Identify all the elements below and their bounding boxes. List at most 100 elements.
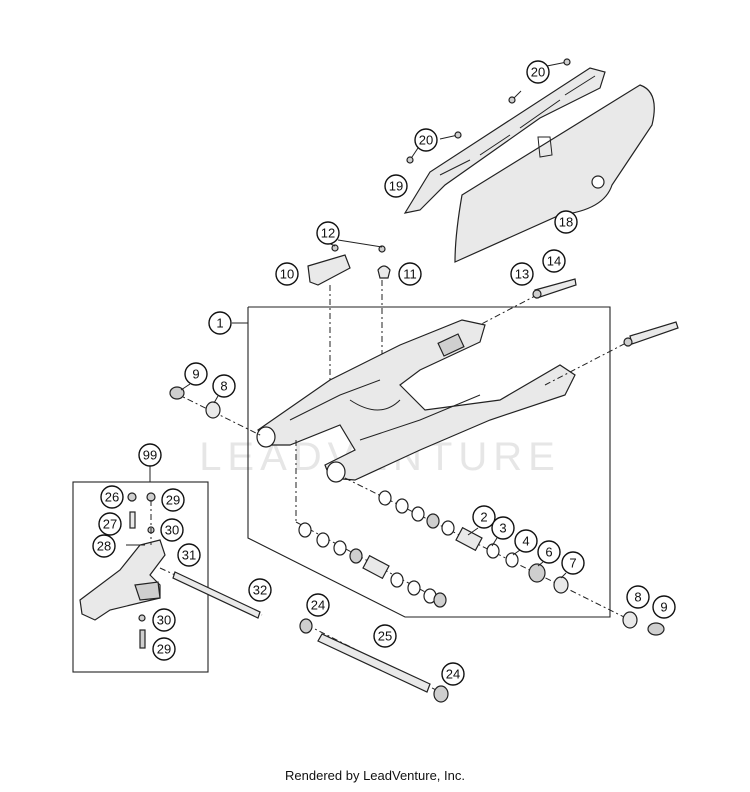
svg-text:19: 19 bbox=[389, 179, 403, 194]
chain-guard-part bbox=[454, 84, 655, 263]
pivot-bearing-stack-right bbox=[378, 490, 569, 594]
callout-9-left: 9 bbox=[184, 362, 208, 386]
chain-guide-31 bbox=[79, 539, 166, 621]
chain-guard-upper-part bbox=[403, 67, 606, 214]
svg-text:9: 9 bbox=[192, 367, 199, 382]
svg-text:28: 28 bbox=[97, 539, 111, 554]
callout-13: 13 bbox=[510, 262, 534, 286]
screw-29-upper bbox=[146, 492, 156, 502]
callout-26: 26 bbox=[100, 485, 124, 509]
svg-text:8: 8 bbox=[634, 590, 641, 605]
svg-text:26: 26 bbox=[105, 490, 119, 505]
callout-3: 3 bbox=[491, 516, 515, 540]
svg-text:32: 32 bbox=[253, 583, 267, 598]
svg-text:29: 29 bbox=[157, 642, 171, 657]
bolt-32 bbox=[172, 571, 261, 619]
svg-text:9: 9 bbox=[660, 600, 667, 615]
svg-text:2: 2 bbox=[480, 510, 487, 525]
svg-text:8: 8 bbox=[220, 379, 227, 394]
leader-2 bbox=[467, 527, 479, 536]
screw-12b bbox=[378, 245, 386, 253]
pivot-bearing-stack-left bbox=[298, 522, 447, 608]
svg-text:29: 29 bbox=[166, 493, 180, 508]
screw-29-lower bbox=[139, 629, 146, 649]
callout-19: 19 bbox=[384, 174, 408, 198]
svg-text:11: 11 bbox=[403, 267, 417, 282]
svg-text:99: 99 bbox=[143, 448, 157, 463]
callout-31: 31 bbox=[177, 543, 201, 567]
bolt-14 bbox=[469, 278, 577, 331]
leader-6 bbox=[537, 561, 544, 567]
svg-text:27: 27 bbox=[103, 517, 117, 532]
bush-8-left bbox=[205, 401, 221, 419]
svg-text:24: 24 bbox=[311, 598, 325, 613]
svg-text:30: 30 bbox=[165, 523, 179, 538]
callout-20a: 20 bbox=[526, 60, 550, 84]
svg-text:25: 25 bbox=[378, 629, 392, 644]
svg-text:14: 14 bbox=[547, 254, 561, 269]
svg-text:18: 18 bbox=[559, 215, 573, 230]
chain-guide-kit-frame bbox=[72, 481, 209, 673]
callout-18: 18 bbox=[554, 210, 578, 234]
callout-10: 10 bbox=[275, 262, 299, 286]
callout-6: 6 bbox=[537, 540, 561, 564]
svg-text:6: 6 bbox=[545, 545, 552, 560]
leader-9-left bbox=[180, 383, 191, 391]
callout-1: 1 bbox=[208, 311, 232, 335]
leader-8-left bbox=[213, 395, 219, 404]
callout-14: 14 bbox=[542, 249, 566, 273]
bush-8-right bbox=[622, 611, 638, 629]
svg-text:30: 30 bbox=[157, 613, 171, 628]
swingarm-pivot-left bbox=[256, 426, 276, 448]
callout-12: 12 bbox=[316, 221, 340, 245]
svg-text:13: 13 bbox=[515, 267, 529, 282]
callout-24-left: 24 bbox=[306, 593, 330, 617]
callout-30-lower: 30 bbox=[152, 608, 176, 632]
callout-29-upper: 29 bbox=[161, 488, 185, 512]
callout-25: 25 bbox=[373, 624, 397, 648]
callout-20b: 20 bbox=[414, 128, 438, 152]
callout-24-right: 24 bbox=[441, 662, 465, 686]
callout-30-upper: 30 bbox=[160, 518, 184, 542]
svg-text:1: 1 bbox=[216, 316, 223, 331]
svg-text:24: 24 bbox=[446, 667, 460, 682]
svg-text:3: 3 bbox=[499, 521, 506, 536]
washer-9-right bbox=[647, 622, 665, 636]
callout-99: 99 bbox=[138, 443, 162, 467]
callout-9-right: 9 bbox=[652, 595, 676, 619]
callout-7: 7 bbox=[561, 551, 585, 575]
svg-text:20: 20 bbox=[531, 65, 545, 80]
screw-12a bbox=[331, 244, 339, 252]
svg-text:7: 7 bbox=[569, 556, 576, 571]
leader-7 bbox=[560, 572, 567, 579]
callout-4: 4 bbox=[514, 529, 538, 553]
nut-26 bbox=[127, 492, 137, 502]
clip-11 bbox=[377, 265, 391, 279]
pivot-axis-left bbox=[174, 392, 263, 437]
chain-guard-hole bbox=[591, 175, 605, 189]
screw-20-group bbox=[406, 58, 571, 164]
washer-9-left bbox=[169, 386, 185, 400]
spacer-27 bbox=[129, 511, 136, 529]
swingarm-part bbox=[257, 319, 576, 481]
pivot-shaft-25 bbox=[299, 618, 449, 703]
chain-guard-slot bbox=[537, 136, 553, 158]
callout-32: 32 bbox=[248, 578, 272, 602]
leader-4 bbox=[512, 549, 521, 556]
footer-credit: Rendered by LeadVenture, Inc. bbox=[285, 768, 465, 783]
sliding-piece-10 bbox=[307, 254, 351, 286]
svg-text:4: 4 bbox=[522, 534, 529, 549]
callout-27: 27 bbox=[98, 512, 122, 536]
leader-3 bbox=[491, 537, 498, 547]
swingarm-slider-mount bbox=[437, 333, 465, 357]
chain-guard-upper-details bbox=[439, 75, 596, 176]
callout-2: 2 bbox=[472, 505, 496, 529]
svg-text:10: 10 bbox=[280, 267, 294, 282]
callout-28: 28 bbox=[92, 534, 116, 558]
chain-guide-bracket bbox=[134, 581, 161, 601]
leader-12b bbox=[337, 239, 383, 248]
svg-text:20: 20 bbox=[419, 133, 433, 148]
svg-text:31: 31 bbox=[182, 548, 196, 563]
callout-29-lower: 29 bbox=[152, 637, 176, 661]
